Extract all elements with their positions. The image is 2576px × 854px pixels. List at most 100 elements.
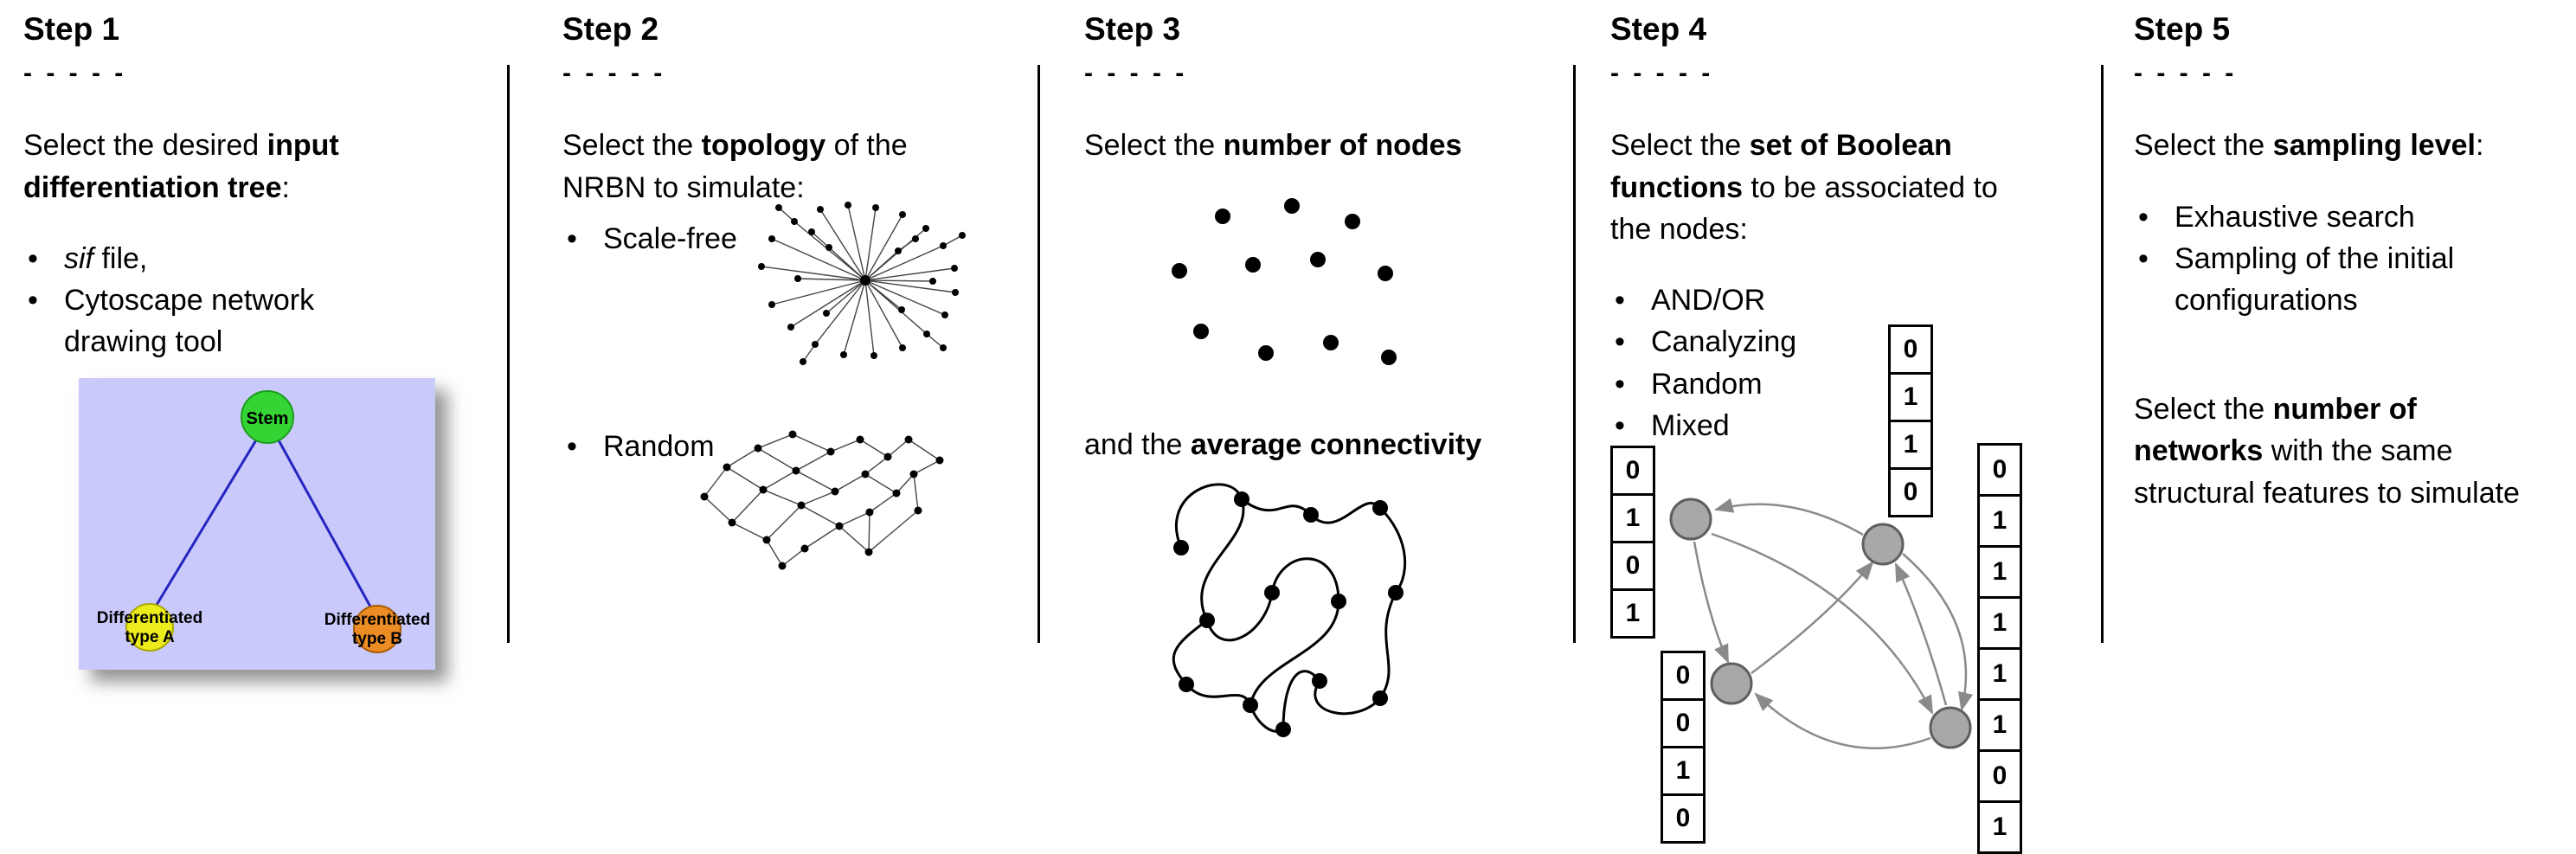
text-segment: : bbox=[2475, 129, 2484, 163]
step-5-column: Step 5 - - - - - Select the sampling lev… bbox=[2134, 0, 2571, 851]
truth-table-cell: 0 bbox=[1888, 467, 1933, 517]
text-segment: Select the desired bbox=[23, 129, 267, 163]
text-segment: of the NRBN to simulate: bbox=[562, 129, 908, 204]
regulation-arrows bbox=[1693, 498, 1974, 750]
dashed-separator: - - - - - bbox=[23, 59, 127, 88]
bullet-item: Cytoscape network drawing tool bbox=[23, 279, 498, 363]
text-segment: AND/OR bbox=[1651, 284, 1766, 318]
text-segment: average connectivity bbox=[1190, 428, 1482, 461]
step-3-column: Step 3 - - - - - Select the number of no… bbox=[1084, 0, 1569, 851]
step-3-connectivity-text: and the average connectivity bbox=[1084, 424, 1481, 466]
connectivity-graphic bbox=[1172, 483, 1407, 737]
scale-free-nodes bbox=[758, 202, 966, 365]
bullet-scale-free: Scale-free bbox=[562, 218, 737, 260]
truth-table-cell: 1 bbox=[1888, 372, 1933, 422]
random-nodes bbox=[700, 430, 944, 570]
text-segment: Scale-free bbox=[603, 222, 737, 255]
truth-table-cell: 0 bbox=[1977, 749, 2022, 803]
truth-table-cell: 0 bbox=[1610, 446, 1655, 496]
type-a-node bbox=[125, 603, 174, 652]
type-b-label-line1: Differentiated bbox=[324, 611, 430, 629]
text-segment: Random bbox=[1651, 367, 1763, 401]
boolean-node bbox=[1929, 706, 1972, 749]
text-segment: sampling level bbox=[2272, 129, 2476, 163]
type-b-label-line2: type B bbox=[352, 630, 402, 648]
truth-table-cell: 1 bbox=[1977, 494, 2022, 548]
text-segment: Random bbox=[603, 430, 715, 463]
boolean-node bbox=[1669, 498, 1712, 541]
random-edges bbox=[703, 433, 941, 567]
truth-table-cell: 0 bbox=[1661, 698, 1706, 748]
text-segment: Canalyzing bbox=[1651, 325, 1797, 359]
bullet-random: Random bbox=[562, 426, 715, 468]
step-5-networks-text: Select the number of networks with the s… bbox=[2134, 388, 2520, 514]
step-3-title: Step 3 bbox=[1084, 11, 1181, 47]
truth-table-cell: 1 bbox=[1661, 746, 1706, 796]
text-segment: Select the bbox=[1084, 129, 1224, 163]
text-segment: set of Boolean functions bbox=[1610, 129, 1952, 204]
bullet-item: Exhaustive search bbox=[2134, 196, 2571, 239]
step-1-column: Step 1 - - - - - Select the desired inpu… bbox=[23, 0, 498, 851]
text-segment: Cytoscape network drawing tool bbox=[64, 284, 315, 359]
differentiation-tree-svg: Stem Differentiated type A Differentiate… bbox=[79, 378, 435, 670]
bullet-item: Mixed bbox=[1610, 405, 2099, 447]
connectivity-dots bbox=[1173, 491, 1404, 737]
dashed-separator: - - - - - bbox=[562, 59, 666, 88]
scatter-dots bbox=[1172, 198, 1397, 365]
scale-free-network-graphic bbox=[758, 202, 966, 365]
truth-table-cell: 1 bbox=[1977, 596, 2022, 650]
dashed-separator: - - - - - bbox=[2134, 59, 2238, 88]
boolean-node bbox=[1710, 662, 1753, 705]
tree-edge bbox=[155, 438, 259, 606]
step-4-title: Step 4 bbox=[1610, 11, 1707, 47]
text-segment: sif bbox=[64, 241, 93, 275]
text-segment: to be associated to the nodes: bbox=[1610, 170, 1998, 246]
truth-table-cell: 0 bbox=[1661, 651, 1706, 701]
text-segment: input differentiation tree bbox=[23, 129, 339, 204]
text-segment: and the bbox=[1084, 428, 1191, 461]
truth-table-cell: 1 bbox=[1977, 647, 2022, 701]
stem-node bbox=[241, 390, 294, 444]
text-segment: : bbox=[281, 170, 290, 204]
step-2-title: Step 2 bbox=[562, 11, 659, 47]
stem-node-label: Stem bbox=[247, 409, 289, 428]
step-4-description: Select the set of Boolean functions to b… bbox=[1610, 125, 2099, 250]
differentiation-tree-image: Stem Differentiated type A Differentiate… bbox=[79, 378, 435, 670]
text-segment: file, bbox=[93, 241, 148, 275]
step-1-description: Select the desired input differentiation… bbox=[23, 125, 498, 209]
step-5-description: Select the sampling level: bbox=[2134, 125, 2571, 166]
boolean-node bbox=[1861, 523, 1905, 566]
text-segment: Select the bbox=[2134, 129, 2273, 163]
type-a-label-line2: type A bbox=[125, 628, 175, 646]
truth-table-cell: 1 bbox=[1977, 800, 2022, 854]
text-segment: Exhaustive search bbox=[2175, 200, 2415, 234]
truth-table-cell: 1 bbox=[1888, 420, 1933, 470]
bullet-item: sif file, bbox=[23, 238, 498, 280]
bullet-item: Random bbox=[1610, 363, 2099, 406]
step-2-column: Step 2 - - - - - Select the topology of … bbox=[562, 0, 1030, 851]
step-5-title: Step 5 bbox=[2134, 11, 2231, 47]
column-divider bbox=[1573, 65, 1576, 643]
truth-table-cell: 1 bbox=[1610, 493, 1655, 543]
step-3-description: Select the number of nodes bbox=[1084, 125, 1569, 166]
bullet-item: Sampling of the initial configurations bbox=[2134, 238, 2571, 322]
truth-table-cell: 1 bbox=[1610, 588, 1655, 639]
nodes-scatter-graphic bbox=[1172, 198, 1397, 365]
text-segment: Select the bbox=[562, 129, 702, 163]
text-segment: number of networks bbox=[2134, 393, 2417, 468]
text-segment: number of nodes bbox=[1223, 129, 1462, 163]
boolean-nodes bbox=[1669, 498, 1972, 749]
step-1-bullet-list: sif file, Cytoscape network drawing tool bbox=[23, 238, 498, 363]
truth-table-cell: 1 bbox=[1977, 698, 2022, 752]
text-segment: Select the bbox=[2134, 393, 2273, 426]
text-segment: with the same structural features to sim… bbox=[2134, 434, 2520, 510]
text-segment: Mixed bbox=[1651, 408, 1730, 442]
dashed-separator: - - - - - bbox=[1610, 59, 1714, 88]
connectivity-curves bbox=[1172, 483, 1407, 733]
boolean-network-graphic bbox=[1669, 498, 1974, 750]
